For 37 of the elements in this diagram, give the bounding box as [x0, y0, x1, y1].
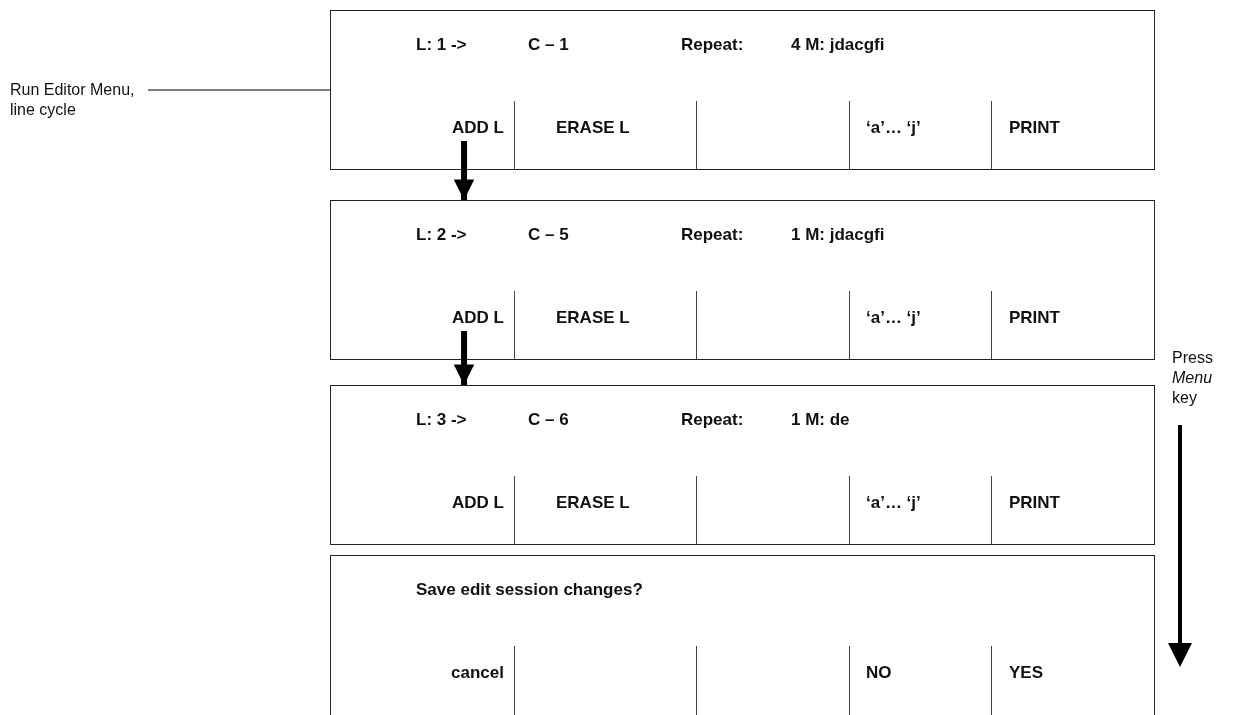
screen-text: Repeat: [681, 410, 744, 430]
screen-text: Repeat: [681, 225, 744, 245]
display-screen [330, 385, 1155, 545]
screen-text: Save edit session changes? [416, 580, 643, 600]
display-screen [330, 555, 1155, 715]
arrow [453, 141, 475, 200]
screen-text: L: 1 -> [416, 35, 467, 55]
softkey-label: cancel [451, 663, 504, 683]
softkey-label: ‘a’… ‘j’ [866, 118, 921, 138]
softkey-label: PRINT [1009, 308, 1060, 328]
display-screen [330, 10, 1155, 170]
softkey-label: YES [1009, 663, 1044, 683]
softkey-label: ‘a’… ‘j’ [866, 493, 921, 513]
screen-text: 1 M: jdacgfi [791, 225, 885, 245]
softkey-label: ‘a’… ‘j’ [866, 308, 921, 328]
softkey-label: ERASE L [556, 118, 630, 138]
screen-text: 1 M: de [791, 410, 850, 430]
screen-text: L: 2 -> [416, 225, 467, 245]
softkey-label: ADD L [452, 308, 504, 328]
display-screen [330, 200, 1155, 360]
side-note: Press Menu key [1172, 348, 1214, 408]
softkey-label: ERASE L [556, 493, 630, 513]
screen-text: L: 3 -> [416, 410, 467, 430]
softkey-label: ADD L [452, 493, 504, 513]
arrow [453, 331, 475, 385]
softkey-label: ADD L [452, 118, 504, 138]
note-text: Run Editor Menu, line cycle [10, 80, 140, 120]
leader-line [147, 89, 331, 91]
screen-text: Repeat: [681, 35, 744, 55]
softkey-label: NO [866, 663, 892, 683]
softkey-label: ERASE L [556, 308, 630, 328]
screen-text: C – 5 [528, 225, 569, 245]
screen-text: 4 M: jdacgfi [791, 35, 885, 55]
screen-text: C – 1 [528, 35, 569, 55]
softkey-label: PRINT [1009, 493, 1060, 513]
screen-text: C – 6 [528, 410, 569, 430]
softkey-label: PRINT [1009, 118, 1060, 138]
